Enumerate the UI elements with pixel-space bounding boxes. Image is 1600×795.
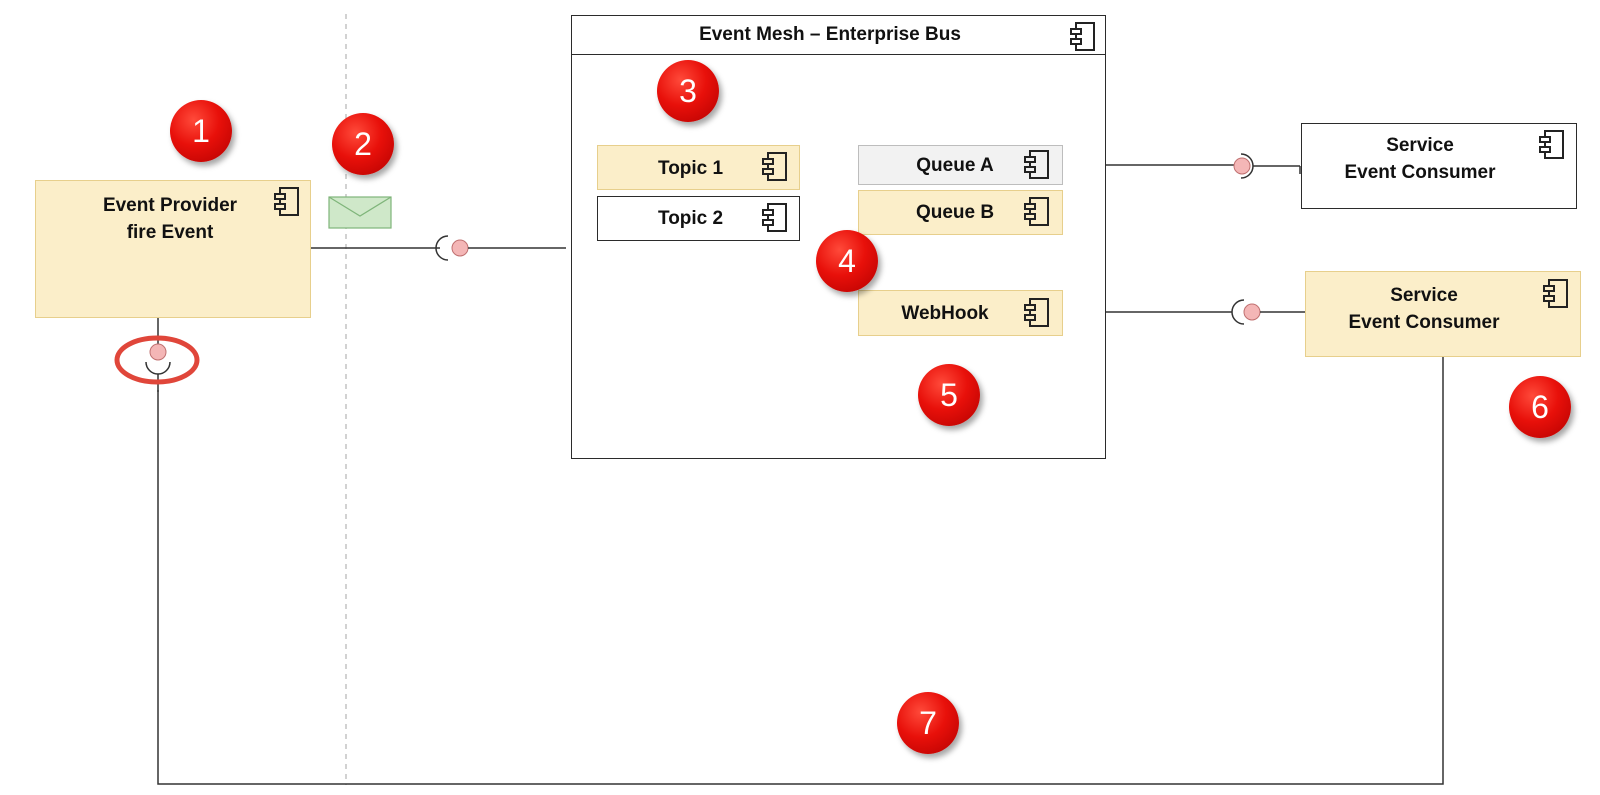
webhook-component[interactable]: [858, 290, 1063, 336]
step-badge-6: 6: [1509, 376, 1571, 438]
webhook-socket: [1231, 299, 1245, 325]
step-badge-3: 3: [657, 60, 719, 122]
queue-a-component[interactable]: [858, 145, 1063, 185]
step-badge-5: 5: [918, 364, 980, 426]
required-interface-socket: [435, 235, 449, 261]
topic-1-component[interactable]: [597, 145, 800, 190]
component-icon: [1024, 197, 1049, 226]
component-icon: [1539, 130, 1564, 159]
step-badge-2: 2: [332, 113, 394, 175]
queue-a-interface-ball: [1233, 157, 1251, 175]
component-icon: [1024, 150, 1049, 179]
consumer-bottom-label-2: Event Consumer: [1348, 312, 1500, 333]
provider-callback-socket: [145, 361, 171, 375]
queue-a-label: Queue A: [916, 155, 994, 176]
component-icon: [1543, 279, 1568, 308]
topic-1-label: Topic 1: [658, 158, 724, 179]
webhook-label: WebHook: [901, 303, 989, 324]
provided-interface-ball: [451, 239, 469, 257]
topic-2-component[interactable]: [597, 196, 800, 241]
consumer-top-label-2: Event Consumer: [1344, 162, 1496, 183]
step-badge-4: 4: [816, 230, 878, 292]
consumer-top-label-1: Service: [1386, 135, 1454, 156]
event-mesh-title: Event Mesh – Enterprise Bus: [699, 24, 961, 45]
component-icon: [274, 187, 299, 216]
consumer-bottom-label-1: Service: [1390, 285, 1458, 306]
queue-b-component[interactable]: [858, 190, 1063, 235]
component-icon: [1024, 298, 1049, 327]
provider-callback-interface-ball: [149, 343, 167, 361]
topic-2-label: Topic 2: [658, 208, 724, 229]
component-icon: [762, 203, 787, 232]
event-provider-component[interactable]: [35, 180, 311, 318]
step-badge-7: 7: [897, 692, 959, 754]
event-provider-label-2: fire Event: [126, 222, 214, 243]
highlight-ring: [114, 335, 200, 385]
event-provider-label-1: Event Provider: [102, 195, 238, 216]
step-badge-1: 1: [170, 100, 232, 162]
service-consumer-top-component[interactable]: [1301, 123, 1577, 209]
component-icon: [762, 152, 787, 181]
component-icon: [1070, 22, 1095, 51]
event-mesh-title-bar: [571, 15, 1106, 55]
service-consumer-bottom-component[interactable]: [1305, 271, 1581, 357]
callback-loop-connector: [157, 357, 1444, 785]
consumer-bottom-interface-ball: [1243, 303, 1261, 321]
queue-b-label: Queue B: [915, 202, 995, 223]
envelope-icon: [328, 196, 392, 229]
